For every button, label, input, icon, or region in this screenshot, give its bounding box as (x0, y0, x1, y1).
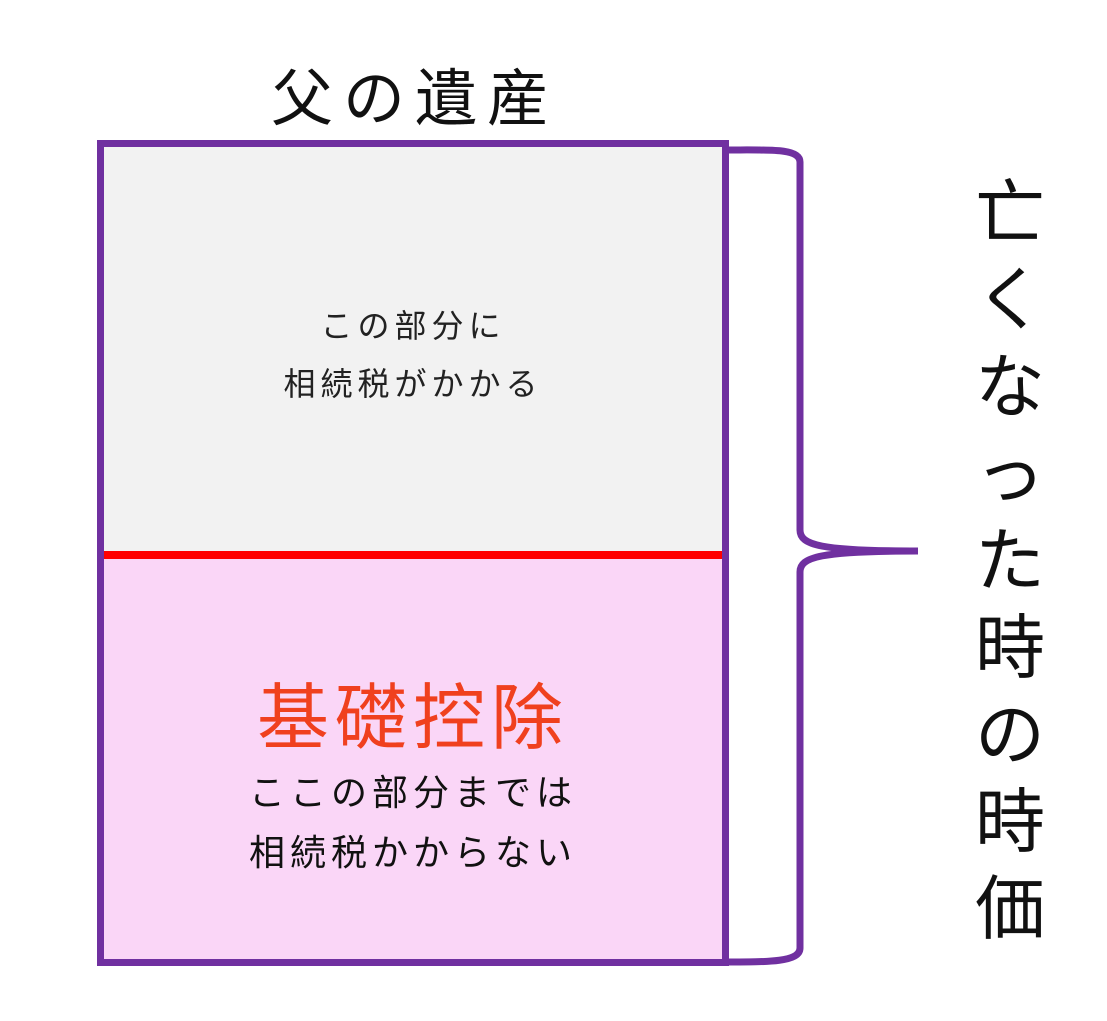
taxable-line-2: 相続税がかかる (283, 365, 543, 403)
side-label-char: く (975, 259, 1045, 341)
side-label: 亡くなった時の時価 (965, 170, 1055, 953)
side-label-char: 亡 (975, 172, 1045, 254)
taxable-section: この部分に 相続税がかかる (104, 147, 722, 551)
basic-deduction-section: 基礎控除 ここの部分までは 相続税かからない (104, 559, 722, 959)
side-label-char: 価 (975, 868, 1045, 950)
deduction-text: ここの部分までは 相続税かからない (104, 764, 722, 884)
deduction-threshold-line (104, 551, 722, 559)
deduction-line-1: ここの部分までは (248, 773, 577, 814)
side-label-char: っ (975, 433, 1045, 515)
side-label-char: た (975, 520, 1045, 602)
side-label-char: の (975, 694, 1045, 776)
taxable-text: この部分に 相続税がかかる (104, 297, 722, 413)
taxable-line-1: この部分に (320, 307, 506, 345)
estate-box: この部分に 相続税がかかる 基礎控除 ここの部分までは 相続税かからない (97, 140, 729, 966)
basic-deduction-heading: 基礎控除 (256, 676, 569, 760)
side-label-char: 時 (975, 607, 1045, 689)
side-label-char: な (975, 346, 1045, 428)
deduction-line-2: 相続税かからない (248, 833, 577, 874)
diagram-title: 父の遺産 (270, 62, 559, 135)
side-label-char: 時 (975, 781, 1045, 863)
